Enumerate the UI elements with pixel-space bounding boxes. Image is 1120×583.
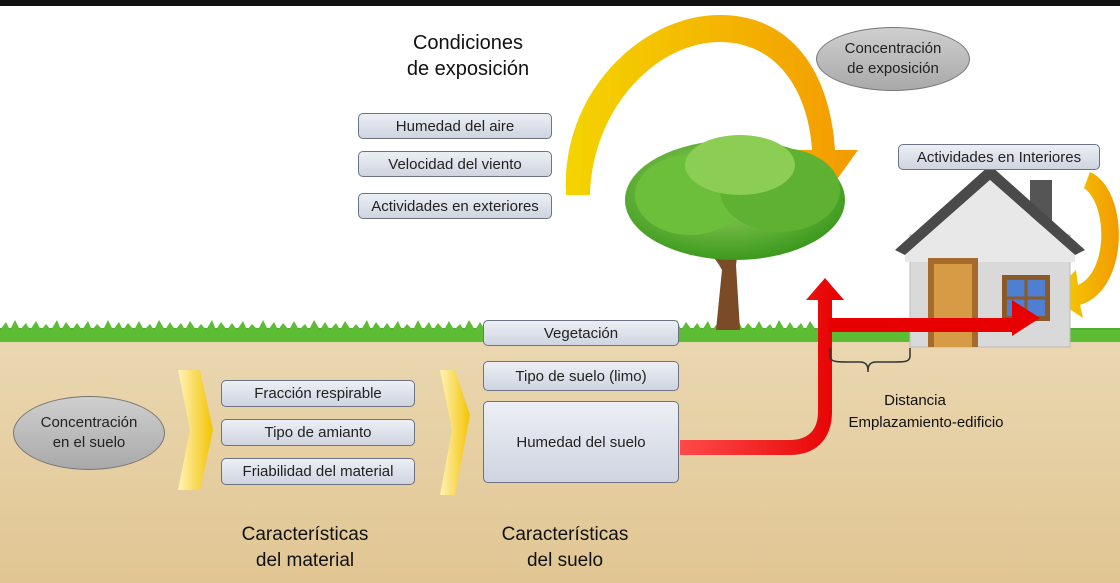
soil-concentration-ellipse: Concentración en el suelo [13, 396, 165, 470]
exposure-arc-arrow [565, 15, 858, 195]
material-asbestos-type: Tipo de amianto [221, 419, 415, 446]
distance-bracket [829, 348, 911, 373]
soil-vegetation: Vegetación [483, 320, 679, 346]
chevron-arrow-soil [440, 370, 470, 495]
distance-label-line1: Distancia [884, 392, 946, 409]
red-indoor-arrow [828, 312, 1036, 332]
condition-air-humidity: Humedad del aire [358, 113, 552, 139]
material-characteristics-heading: Características del material [241, 524, 369, 571]
chevron-arrow-material [178, 370, 213, 490]
distance-label-line2: Emplazamiento-edificio [848, 414, 1004, 431]
condition-outdoor-activities: Actividades en exteriores [358, 193, 552, 219]
soil-moisture: Humedad del suelo [483, 401, 679, 483]
tree-illustration [625, 135, 845, 330]
indoor-activities-label: Actividades en Interiores [898, 144, 1100, 170]
soil-type-silt: Tipo de suelo (limo) [483, 361, 679, 391]
red-transport-arrow [680, 278, 844, 455]
top-rule [0, 0, 1120, 6]
exposure-concentration-ellipse: Concentración de exposición [816, 27, 970, 91]
condition-wind-speed: Velocidad del viento [358, 151, 552, 177]
soil-characteristics-heading: Características del suelo [501, 524, 629, 571]
material-friability: Friabilidad del material [221, 458, 415, 485]
material-respirable-fraction: Fracción respirable [221, 380, 415, 407]
exposure-conditions-heading: Condiciones de exposición [406, 32, 530, 80]
